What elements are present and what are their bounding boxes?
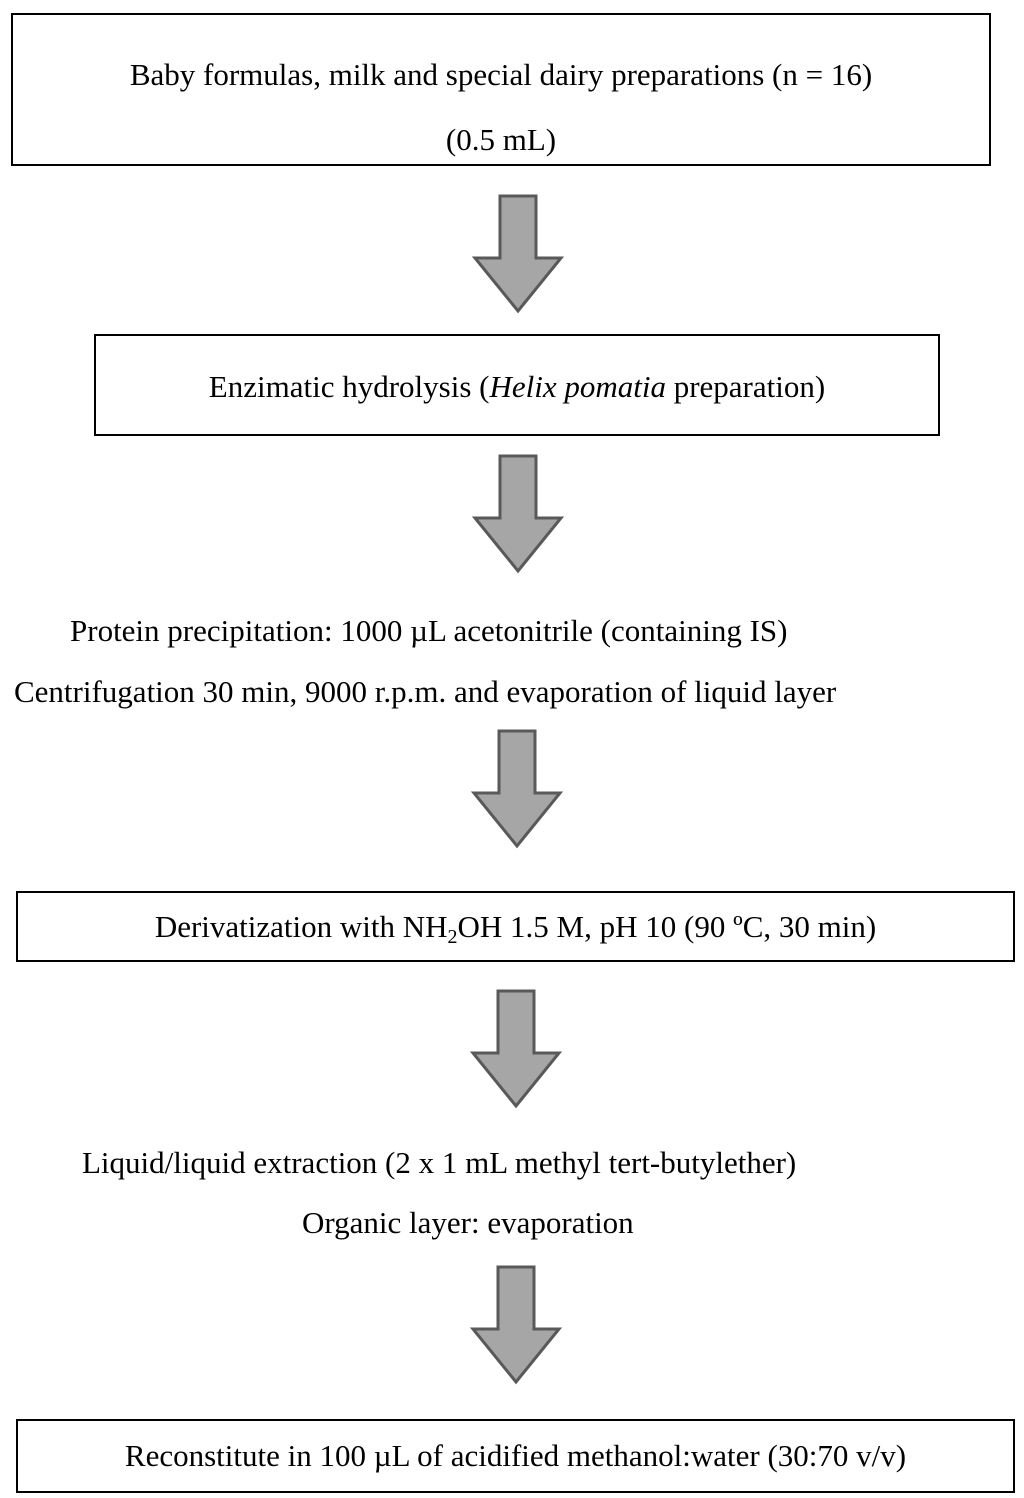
- step-5-line-2: Organic layer: evaporation: [302, 1205, 634, 1240]
- step-3-line-1: Protein precipitation: 1000 µL acetonitr…: [70, 613, 788, 648]
- step-3-line-2: Centrifugation 30 min, 9000 r.p.m. and e…: [14, 674, 837, 709]
- step-2-species: Helix pomatia: [489, 369, 666, 404]
- step-2-text: Enzimatic hydrolysis (Helix pomatia prep…: [96, 367, 938, 407]
- step-2-prefix: Enzimatic hydrolysis (: [208, 369, 490, 404]
- down-arrow-icon: [469, 1265, 563, 1385]
- step-2-suffix: preparation): [665, 369, 826, 404]
- step-4-suffix: OH 1.5 M, pH 10 (90 ºC, 30 min): [457, 909, 877, 944]
- step-4-box: Derivatization with NH2OH 1.5 M, pH 10 (…: [16, 891, 1015, 962]
- step-1-box: Baby formulas, milk and special dairy pr…: [11, 13, 991, 166]
- down-arrow-icon: [471, 194, 565, 314]
- step-1-line-1: Baby formulas, milk and special dairy pr…: [129, 57, 873, 92]
- step-4-prefix: Derivatization with NH: [154, 909, 448, 944]
- step-6-box: Reconstitute in 100 µL of acidified meth…: [16, 1419, 1015, 1493]
- step-4-text: Derivatization with NH2OH 1.5 M, pH 10 (…: [18, 907, 1013, 947]
- down-arrow-icon: [470, 729, 564, 849]
- step-5-line-1: Liquid/liquid extraction (2 x 1 mL methy…: [82, 1145, 797, 1180]
- step-1-line-2: (0.5 mL): [445, 122, 557, 157]
- step-2-box: Enzimatic hydrolysis (Helix pomatia prep…: [94, 334, 940, 436]
- step-6-text: Reconstitute in 100 µL of acidified meth…: [124, 1438, 907, 1473]
- down-arrow-icon: [471, 454, 565, 574]
- step-4-subscript: 2: [447, 926, 458, 948]
- down-arrow-icon: [469, 989, 563, 1109]
